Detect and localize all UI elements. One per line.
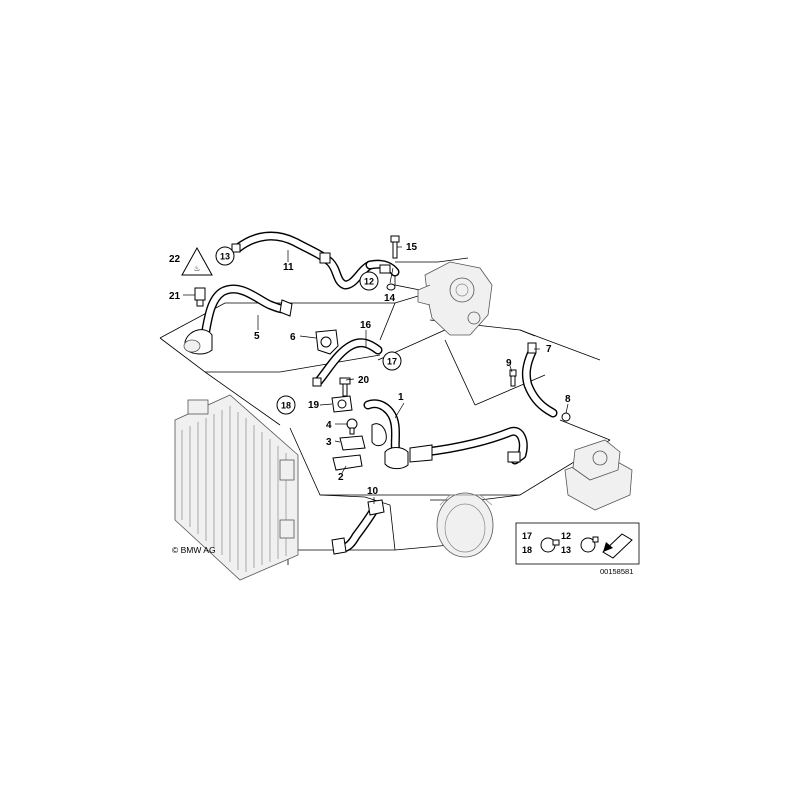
intake-ring [436,492,494,558]
label-9: 9 [506,358,512,369]
part-14-seal [386,283,396,291]
hose-16 [312,338,383,387]
part-6-bracket [315,329,339,355]
part-21-valve [194,287,206,307]
part-4-bolt [346,418,358,435]
fittings-12 [379,264,391,274]
label-2: 2 [338,472,344,483]
hose-1 [363,399,528,470]
hose-clamp-icon [540,537,560,553]
label-7: 7 [546,344,552,355]
part-15-bolt [390,235,400,259]
label-22: 22 [169,254,181,265]
part-20-bolt [339,377,351,397]
diagram-reference-number: 00158581 [600,567,633,576]
part-labels: 1 2 3 4 5 6 7 8 9 10 11 14 15 16 19 20 2… [169,242,571,497]
circled-labels: 13 12 17 18 [215,246,402,415]
copyright-text: © BMW AG [172,545,216,555]
label-8: 8 [565,394,571,405]
label-16: 16 [360,320,372,331]
direction-arrow-icon [602,533,633,559]
clamp-legend: 17 18 12 13 [515,522,640,565]
leader-lines [183,246,569,504]
part-8-clamp [561,412,571,422]
label-10: 10 [367,486,379,497]
label-19: 19 [308,400,320,411]
label-21: 21 [169,291,181,302]
circled-label-13: 13 [215,246,235,266]
circled-label-17: 17 [382,351,402,371]
svg-text:12: 12 [364,277,374,287]
legend-label-12: 12 [561,531,571,541]
legend-label-18: 18 [522,545,532,555]
part-22-warning-label: ♨ [181,246,213,276]
label-14: 14 [384,293,396,304]
part-9-bolt [509,369,517,387]
thermostat-housing [417,261,493,336]
label-5: 5 [254,331,260,342]
hose-5 [183,284,293,355]
label-1: 1 [398,392,404,403]
label-6: 6 [290,332,296,343]
svg-text:18: 18 [281,401,291,411]
svg-text:17: 17 [387,357,397,367]
hose-10 [331,499,385,555]
label-11: 11 [283,262,294,273]
label-20: 20 [358,375,370,386]
label-3: 3 [326,437,332,448]
label-15: 15 [406,242,418,253]
circled-label-12: 12 [359,271,379,291]
legend-label-17: 17 [522,531,532,541]
label-4: 4 [326,420,332,431]
warning-symbol-icon: ♨ [194,264,201,273]
svg-text:13: 13 [220,252,230,262]
circled-label-18: 18 [276,395,296,415]
spring-clamp-icon [580,536,599,553]
part-19-bracket [331,395,353,413]
hose-7 [521,342,558,418]
part-3-clamp [339,435,366,451]
legend-label-13: 13 [561,545,571,555]
coolant-connector [564,439,633,511]
radiator [174,394,299,581]
part-2-bracket [332,423,387,471]
